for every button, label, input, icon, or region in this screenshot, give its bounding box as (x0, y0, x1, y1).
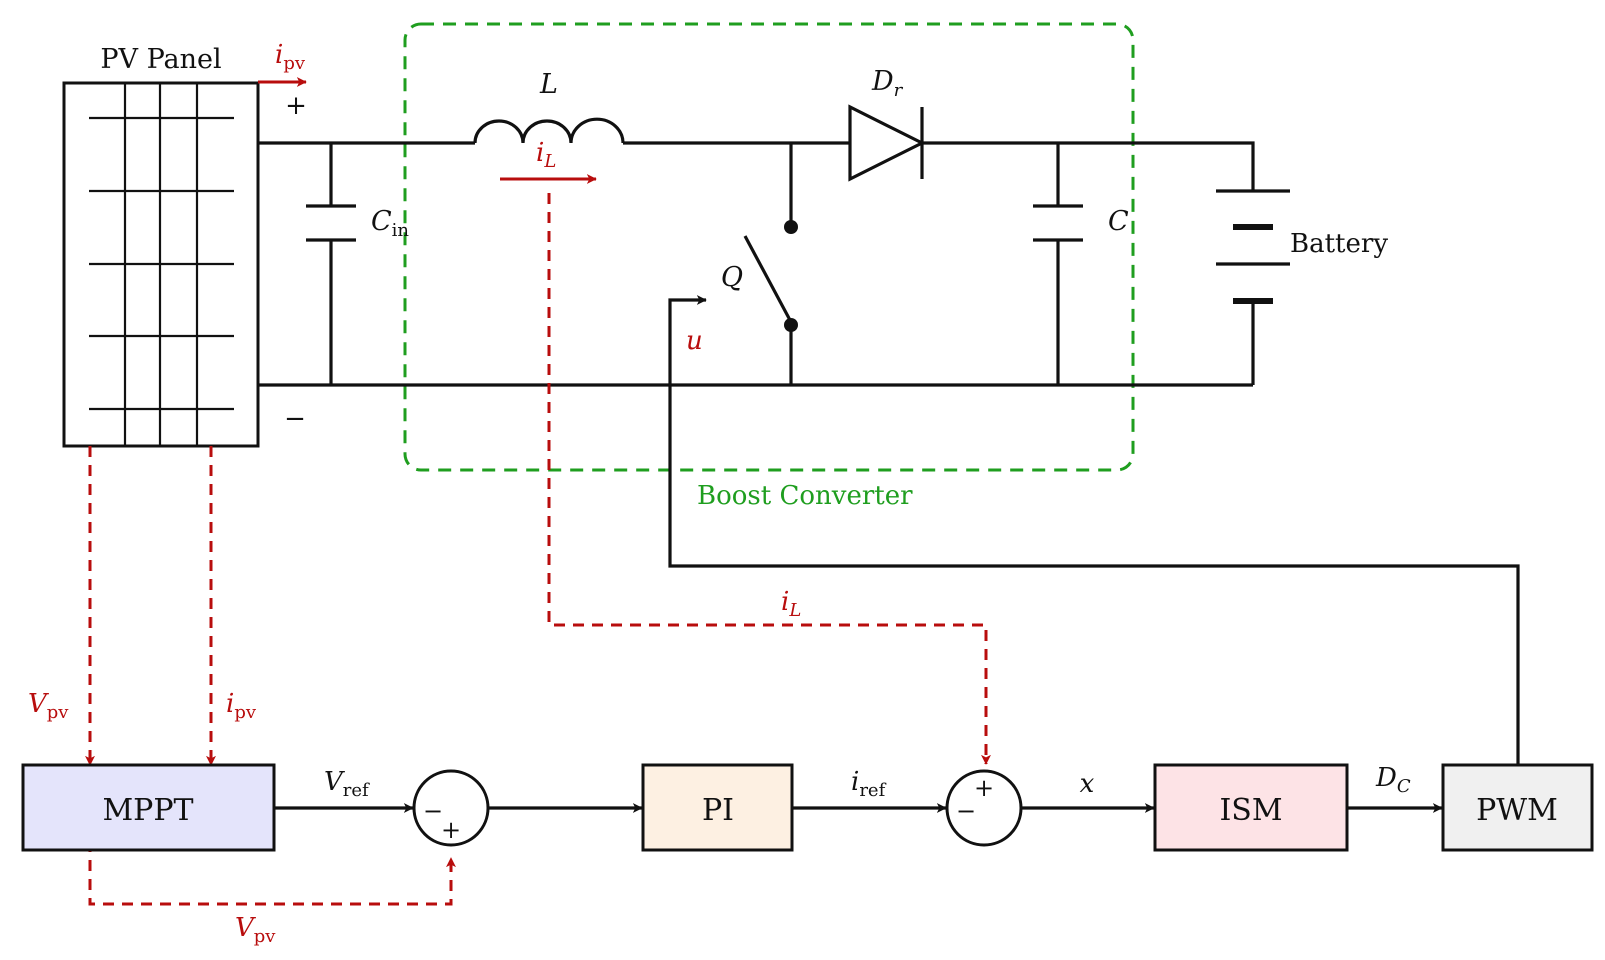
i-pv-label: ipv (275, 40, 306, 74)
input-capacitor (306, 143, 356, 385)
negative-terminal-label: − (284, 404, 306, 434)
i-l-feedback-line (547, 193, 991, 765)
battery (1216, 189, 1290, 385)
boost-converter-boundary (403, 22, 1135, 472)
vref-label: Vref (324, 767, 370, 801)
input-capacitor-label: Cin (371, 206, 409, 241)
sum2-plus-sign: + (974, 774, 994, 802)
output-capacitor-label: C (1108, 206, 1129, 237)
mppt-label: MPPT (102, 793, 193, 828)
i-pv-feedback-label: ipv (226, 689, 257, 723)
gate-signal-wire (668, 295, 1520, 765)
pwm-block (1441, 763, 1594, 852)
diode-label: Dr (871, 66, 904, 101)
iref-label: iref (851, 767, 887, 801)
positive-terminal-label: + (285, 91, 307, 121)
boost-converter-label: Boost Converter (697, 481, 913, 511)
pv-panel (62, 81, 260, 448)
sum2-minus-sign: − (956, 797, 976, 825)
ism-label: ISM (1219, 793, 1282, 828)
mppt-block (21, 763, 276, 852)
sum1-plus-sign: + (441, 816, 461, 844)
v-pv-sum-line (88, 765, 456, 906)
u-label: u (686, 326, 703, 356)
switch-q (743, 143, 798, 385)
i-l-feedback-label: iL (781, 587, 801, 621)
switch-label: Q (721, 262, 743, 293)
pwm-label: PWM (1476, 793, 1558, 828)
diode (848, 104, 926, 182)
output-capacitor (1033, 143, 1083, 385)
i-l-label: iL (536, 138, 556, 172)
pi-block (641, 763, 794, 852)
v-pv-sum-label: Vpv (235, 913, 276, 947)
top-wire (258, 141, 1255, 190)
pv-panel-label: PV Panel (100, 44, 221, 75)
inductor-label: L (539, 69, 558, 100)
dc-label: DC (1375, 763, 1411, 797)
sum1-minus-sign: − (423, 797, 443, 825)
inductor (473, 117, 625, 144)
x-label: x (1080, 769, 1095, 799)
v-pv-label: Vpv (28, 689, 69, 723)
pi-label: PI (702, 793, 734, 828)
battery-label: Battery (1290, 229, 1388, 259)
